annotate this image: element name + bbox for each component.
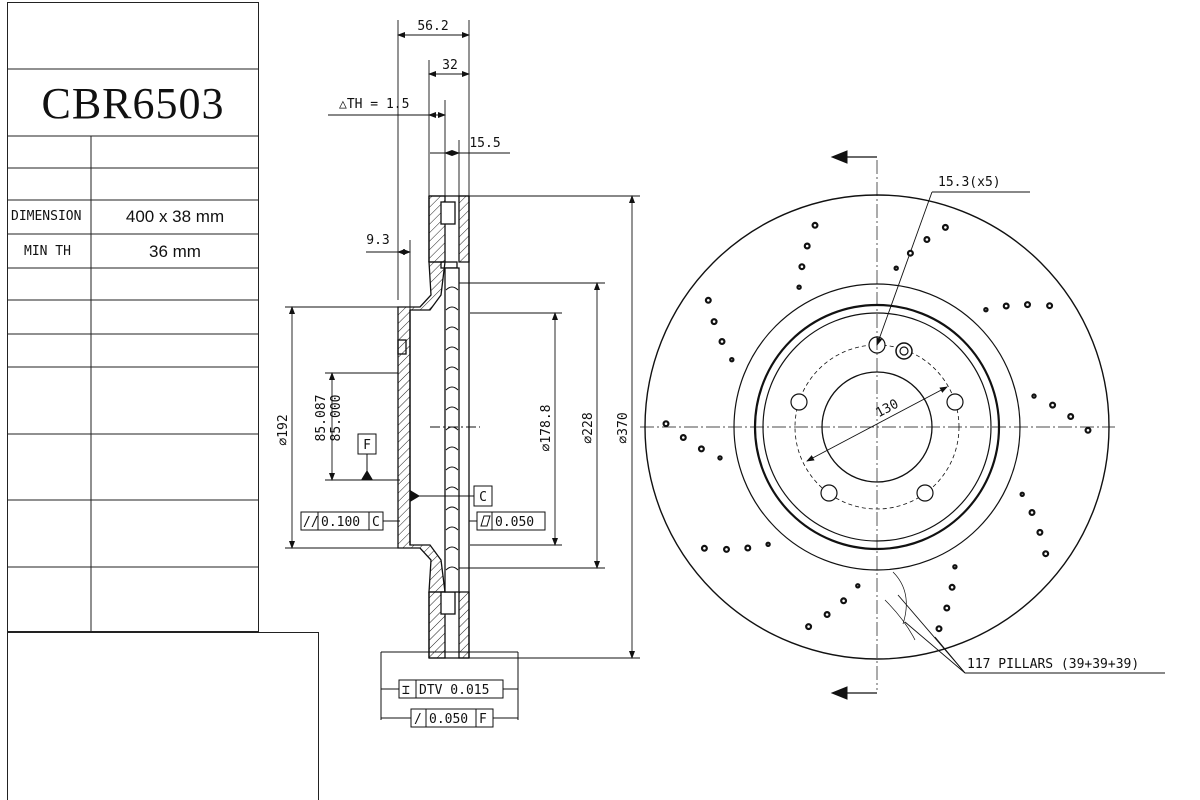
drilled-hole [765, 541, 771, 548]
svg-text:⌶: ⌶ [402, 683, 410, 698]
drilled-hole [948, 583, 956, 591]
drilled-hole [1042, 550, 1050, 558]
section-labels: 56.2 32 △TH = 1.5 15.5 9.3 ⌀192 85.087 8… [276, 19, 631, 451]
dim-vent-width: 15.5 [469, 136, 500, 151]
svg-text:C: C [372, 515, 380, 530]
drilled-hole [840, 597, 848, 605]
section-dimensions [285, 20, 640, 659]
drilled-hole [923, 236, 931, 244]
title-block-grid [8, 68, 258, 632]
svg-text:F: F [363, 438, 371, 453]
drilled-hole [803, 242, 811, 250]
drilled-hole [935, 625, 943, 633]
bolt-hole-label: 15.3(x5) [938, 175, 1001, 190]
drilled-hole [1028, 509, 1036, 517]
drilled-hole [823, 610, 831, 618]
svg-text:C: C [479, 490, 487, 505]
drilled-hole [710, 318, 718, 326]
face-labels: 15.3(x5) 130 117 PILLARS (39+39+39) [873, 175, 1139, 672]
datum-f: F [355, 433, 400, 481]
section-hatch-lower-right-plate [458, 591, 470, 659]
drilled-hole [1002, 302, 1010, 310]
pcd-label: 130 [873, 397, 901, 421]
drilled-hole [722, 545, 730, 553]
dimension-value: 400 x 38 mm [125, 207, 225, 226]
drilled-hole [1084, 426, 1092, 434]
drilled-hole [943, 604, 951, 612]
drilled-hole [729, 357, 735, 363]
tolerance-dtv-frame: ⌶ DTV 0.015 / 0.050 F [380, 651, 519, 728]
drilled-hole [700, 544, 708, 552]
drilled-hole [798, 263, 806, 271]
drilled-hole [906, 249, 914, 257]
drilled-hole [704, 296, 712, 304]
dia-bore-min-label: 85.000 [329, 395, 344, 442]
svg-text:0.100: 0.100 [321, 515, 360, 530]
svg-text://: // [303, 515, 319, 530]
drilled-holes [662, 221, 1092, 633]
drilled-hole [718, 338, 726, 346]
drilled-hole [855, 583, 861, 589]
svg-text:0.050: 0.050 [495, 515, 534, 530]
datum-c: C [410, 485, 493, 507]
tolerance-parallel-frame: // 0.100 C [300, 511, 400, 531]
drilled-hole [717, 455, 723, 461]
drilled-hole [1023, 301, 1031, 309]
drilled-hole [893, 265, 899, 271]
dia-bore-max-label: 85.087 [314, 395, 329, 442]
drilled-hole [952, 564, 958, 570]
drilled-hole [662, 420, 670, 428]
dia-178-label: ⌀178.8 [539, 405, 554, 452]
drilled-hole [744, 544, 752, 552]
drilled-hole [1049, 401, 1057, 409]
dia-370-label: ⌀370 [616, 412, 631, 443]
lower-notes-box [7, 632, 319, 800]
tolerance-flatness-frame: 0.050 [469, 511, 546, 531]
svg-text:F: F [479, 712, 487, 727]
dim-overall-width: 56.2 [417, 19, 448, 34]
section-hatch-upper-right-plate [458, 195, 470, 263]
drilled-hole [1031, 393, 1037, 399]
drilled-hole [697, 445, 705, 453]
drilled-hole [811, 221, 819, 229]
dim-hat-offset: 9.3 [366, 233, 389, 248]
cooling-vanes [445, 286, 459, 571]
drilled-hole [1067, 413, 1075, 421]
drilled-hole [941, 223, 949, 231]
svg-text:/: / [414, 712, 422, 727]
pillars-label: 117 PILLARS (39+39+39) [967, 657, 1139, 672]
dia-228-label: ⌀228 [581, 412, 596, 443]
svg-text:DTV 0.015: DTV 0.015 [419, 683, 489, 698]
drilled-hole [796, 284, 802, 290]
dimension-label: DIMENSION [11, 209, 82, 224]
locator-hole [895, 342, 913, 360]
dim-delta-th: △TH = 1.5 [339, 97, 409, 112]
face-view [640, 150, 1165, 700]
part-number-title: CBR6503 [41, 78, 225, 128]
min-thickness-value: 36 mm [149, 242, 201, 261]
title-block-frame [7, 2, 259, 632]
min-thickness-label: MIN TH [24, 244, 71, 259]
drilled-hole [1046, 302, 1054, 310]
section-view [397, 195, 470, 659]
drilled-hole [805, 623, 813, 631]
drilled-hole [1036, 528, 1044, 536]
dim-friction-width: 32 [442, 58, 458, 73]
drilled-hole [1019, 491, 1025, 497]
drilled-hole [679, 434, 687, 442]
dia-192-label: ⌀192 [276, 414, 291, 445]
drilled-hole [983, 307, 989, 313]
svg-text:0.050: 0.050 [429, 712, 468, 727]
